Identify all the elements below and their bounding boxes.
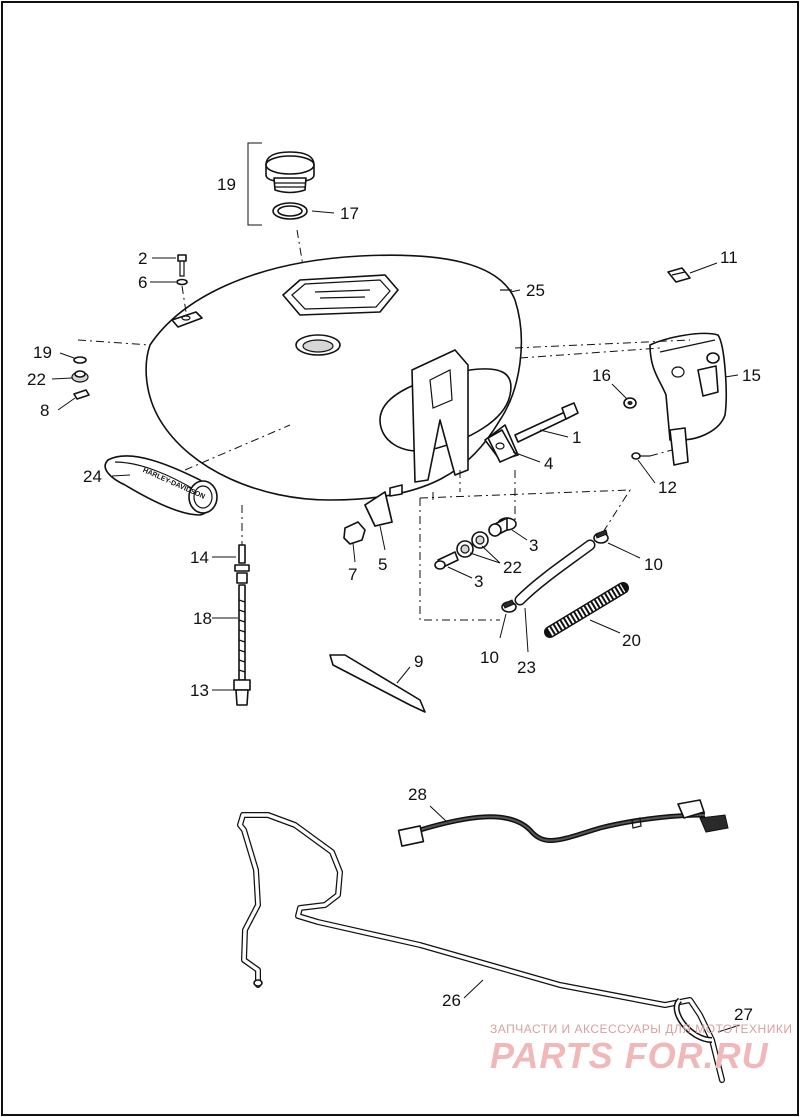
fuel-hose	[516, 541, 594, 604]
nut-8	[73, 389, 90, 400]
callout-13: 13	[190, 681, 209, 700]
fuel-tank	[145, 254, 523, 527]
fuel-level-sender	[233, 544, 251, 706]
bracket-5	[364, 491, 393, 527]
watermark-tagline: ЗАПЧАСТИ И АКСЕССУАРЫ ДЛЯ МОТОТЕХНИКИ	[490, 1022, 792, 1036]
callout-22-left: 22	[27, 370, 46, 389]
callout-16: 16	[592, 366, 611, 385]
callout-3-upper: 3	[529, 536, 538, 555]
clip-11	[667, 267, 691, 283]
bushing-22-lower	[456, 540, 474, 558]
cap-gasket	[272, 202, 308, 220]
callout-7: 7	[348, 565, 357, 584]
emblem-center-line	[184, 424, 291, 471]
callout-18: 18	[193, 609, 212, 628]
callout-2: 2	[138, 249, 147, 268]
cover-line-top2	[514, 339, 691, 349]
callout-15: 15	[742, 366, 761, 385]
screw-12	[631, 452, 650, 460]
foam-strip-9	[329, 654, 426, 713]
bracket-4	[487, 429, 517, 463]
callout-3-lower: 3	[474, 572, 483, 591]
tank-emblem: HARLEY-DAVIDSON	[104, 455, 218, 516]
callout-23: 23	[517, 658, 536, 677]
callout-19-top: 19	[217, 175, 236, 194]
callout-1: 1	[572, 428, 581, 447]
callout-14: 14	[190, 548, 209, 567]
callout-24: 24	[83, 467, 102, 486]
callout-9: 9	[414, 652, 423, 671]
watermark-brand: PARTS FOR.RU	[490, 1035, 769, 1076]
screw-12-line	[649, 449, 673, 457]
callout-12: 12	[658, 478, 677, 497]
callout-20: 20	[622, 631, 641, 650]
callout-10-upper: 10	[644, 555, 663, 574]
hose-27	[675, 998, 713, 1042]
washer-19	[73, 356, 87, 364]
callout-26: 26	[442, 991, 461, 1010]
watermark: ЗАПЧАСТИ И АКСЕССУАРЫ ДЛЯ МОТОТЕХНИКИ PA…	[490, 1022, 792, 1076]
crossover-tube-26	[237, 812, 725, 1083]
hose-clamp-lower	[501, 599, 517, 613]
callout-5: 5	[378, 555, 387, 574]
callout-17: 17	[340, 204, 359, 223]
spacer-3-lower	[434, 551, 459, 570]
callout-11: 11	[720, 248, 738, 267]
grommet-16	[623, 397, 637, 409]
callout-8: 8	[40, 401, 49, 420]
callout-27: 27	[734, 1005, 753, 1024]
washer-6	[176, 278, 188, 286]
cap-nut-7	[343, 521, 366, 545]
callout-leaders	[51, 210, 741, 1033]
hose-clamp-upper	[593, 529, 609, 544]
callout-28: 28	[408, 785, 427, 804]
screw-center-line	[181, 285, 187, 313]
callout-4: 4	[544, 454, 553, 473]
cover-line-top	[519, 347, 661, 359]
left-mount-line	[77, 339, 151, 346]
screw-2	[177, 254, 187, 277]
spacer-3-upper	[488, 517, 517, 537]
wiring-harness-28	[397, 799, 729, 847]
cap-assembly-bracket	[247, 142, 262, 226]
bushing-22-upper	[471, 531, 489, 549]
side-cover	[649, 332, 727, 466]
fuel-cap	[265, 151, 315, 194]
spring-sleeve-20	[544, 582, 629, 638]
spacer-center-lines	[432, 470, 516, 520]
callout-25: 25	[526, 281, 545, 300]
callout-22-center: 22	[503, 558, 522, 577]
callout-6: 6	[138, 273, 147, 292]
callout-numbers: 19 17 2 6 25 11 15 16 1 4 12 19 22 8 24 …	[27, 175, 761, 1024]
fuel-line-group-outline	[419, 489, 631, 621]
grommet-22	[71, 370, 89, 383]
callout-19-left: 19	[33, 343, 52, 362]
bolt-1	[514, 402, 579, 443]
callout-10-lower: 10	[480, 648, 499, 667]
